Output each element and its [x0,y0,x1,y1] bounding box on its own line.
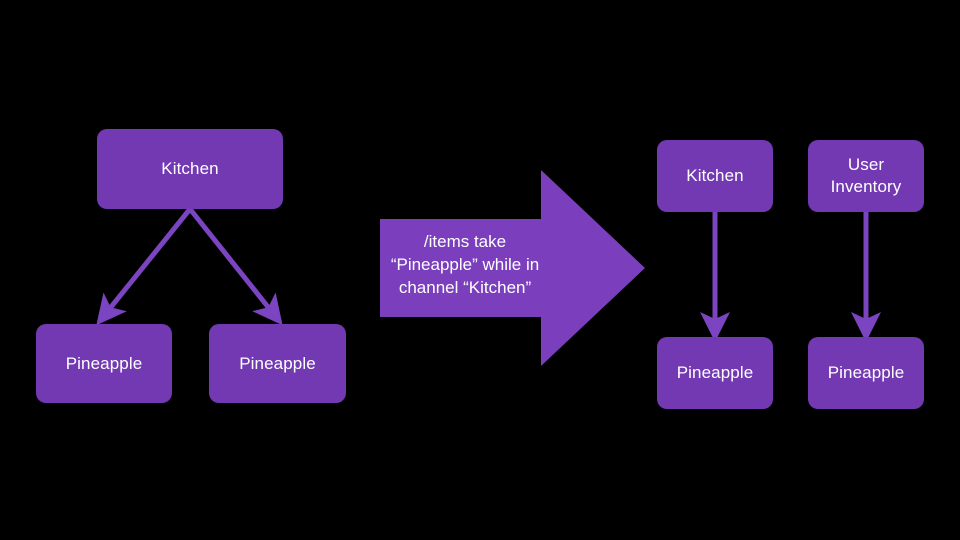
node-label: User Inventory [830,155,902,196]
node-label: Pineapple [827,363,905,382]
transform-arrow-label: /items take “Pineapple” while in channel… [390,232,540,297]
node-pineapple-after-2[interactable]: Pineapple [808,337,924,409]
node-pineapple-before-1[interactable]: Pineapple [36,324,172,403]
node-label: Kitchen [686,166,744,185]
node-kitchen-after[interactable]: Kitchen [657,140,773,212]
node-pineapple-after-1[interactable]: Pineapple [657,337,773,409]
node-pineapple-before-2[interactable]: Pineapple [209,324,346,403]
node-label: Pineapple [676,363,754,382]
edge-kitchen-to-pineapple-left [96,207,192,326]
node-user-inventory-after[interactable]: User Inventory [808,140,924,212]
node-label: Pineapple [239,353,316,373]
edge-kitchen-to-pineapple-right [188,207,283,326]
transform-arrow-shape [380,170,645,366]
node-label: Kitchen [161,159,219,178]
node-label: Pineapple [65,353,143,373]
node-kitchen-before[interactable]: Kitchen [97,129,283,209]
